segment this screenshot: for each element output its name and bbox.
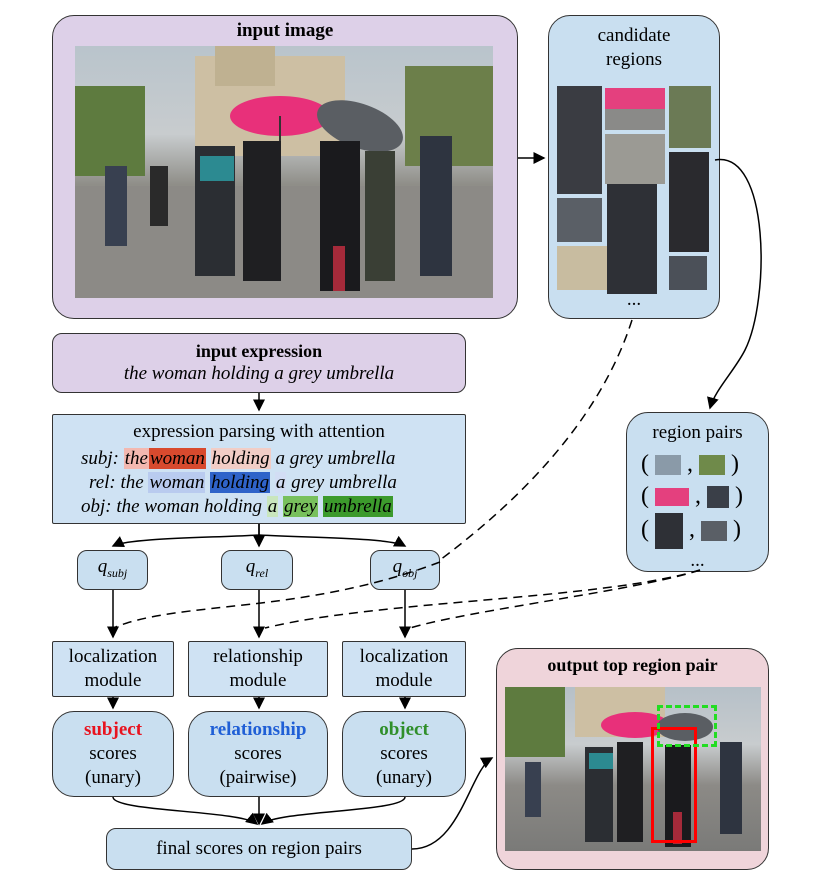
rel-word-a: a	[274, 472, 287, 493]
obj-word-holding: holding	[203, 496, 263, 517]
obj-word-umbrella: umbrella	[322, 496, 393, 517]
candidate-thumb	[669, 152, 709, 252]
input-image-panel: input image	[52, 15, 518, 319]
rel-word-umbrella: umbrella	[328, 472, 397, 493]
rel-word-woman: woman	[148, 472, 206, 493]
relationship-scores-word: relationship	[209, 719, 307, 740]
street-scene-illustration	[75, 46, 493, 298]
input-expression-box: input expression the woman holding a gre…	[52, 333, 466, 393]
output-subject-box	[651, 727, 697, 843]
parsing-obj-row: obj: the woman holding a grey umbrella	[81, 495, 393, 519]
input-photo	[75, 46, 493, 298]
obj-label: obj:	[81, 496, 112, 517]
object-scores-box: object scores (unary)	[342, 711, 466, 797]
obj-word-a: a	[266, 496, 279, 517]
query-rel-label: qrel	[245, 556, 269, 580]
rel-label: rel:	[89, 472, 116, 493]
parsing-title: expression parsing with attention	[133, 421, 385, 442]
input-expression-title: input expression	[195, 340, 323, 361]
query-subj-box: qsubj	[77, 550, 148, 590]
region-pairs-title: region pairs	[652, 422, 743, 443]
candidate-thumb	[557, 86, 602, 194]
candidate-thumb	[605, 88, 665, 130]
obj-word-the: the	[116, 496, 140, 517]
subj-word-a: a	[275, 448, 285, 469]
input-expression-text: the woman holding a grey umbrella	[123, 362, 395, 384]
output-scene-illustration	[505, 687, 742, 847]
parsing-rel-row: rel: the woman holding a grey umbrella	[89, 471, 397, 495]
region-pair-row: ( , )	[641, 513, 741, 549]
query-subj-label: qsubj	[97, 556, 128, 580]
candidate-thumb	[557, 246, 607, 290]
candidate-thumb	[669, 86, 711, 148]
candidate-thumb	[669, 256, 707, 290]
subj-word-umbrella: umbrella	[327, 448, 396, 469]
subj-word-holding: holding	[210, 448, 271, 469]
output-panel: output top region pair	[496, 648, 769, 870]
candidate-ellipsis: ...	[626, 289, 642, 310]
candidate-title-line1: candidate	[597, 25, 671, 46]
obj-word-woman: woman	[144, 496, 200, 517]
candidate-thumb	[557, 198, 602, 242]
subj-word-woman: woman	[148, 448, 206, 469]
final-scores-label: final scores on region pairs	[156, 838, 362, 859]
rel-word-the: the	[120, 472, 144, 493]
region-pair-row: ( , )	[641, 451, 739, 477]
rel-word-grey: grey	[291, 472, 325, 493]
expression-parsing-box: expression parsing with attention subj: …	[52, 414, 466, 524]
candidate-thumb	[607, 184, 657, 294]
candidate-title-line2: regions	[606, 49, 662, 70]
final-scores-box: final scores on region pairs	[106, 828, 412, 870]
subject-scores-word: subject	[83, 719, 143, 740]
obj-word-grey: grey	[283, 496, 319, 517]
subj-word-the: the	[123, 448, 149, 469]
output-object-box	[657, 705, 717, 747]
rel-word-holding: holding	[210, 472, 271, 493]
output-title: output top region pair	[547, 655, 718, 675]
query-obj-box: qobj	[370, 550, 440, 590]
subject-scores-box: subject scores (unary)	[52, 711, 174, 797]
input-image-title: input image	[236, 20, 334, 41]
candidate-thumb	[605, 134, 665, 184]
region-pair-row: ( , )	[641, 483, 743, 509]
region-pairs-ellipsis: ...	[690, 550, 705, 571]
relationship-scores-box: relationship scores (pairwise)	[188, 711, 328, 797]
object-scores-word: object	[379, 719, 429, 740]
candidate-regions-panel: candidate regions ...	[548, 15, 720, 319]
query-rel-box: qrel	[221, 550, 293, 590]
subj-label: subj:	[81, 448, 119, 469]
output-photo	[505, 687, 761, 851]
subj-word-grey: grey	[289, 448, 323, 469]
